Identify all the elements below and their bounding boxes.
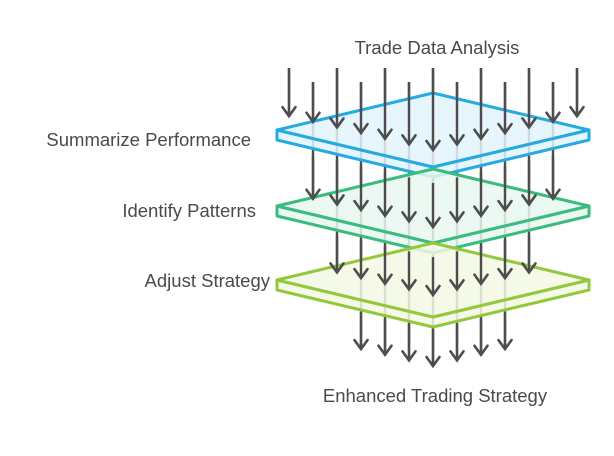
diagram-title: Trade Data Analysis	[354, 37, 520, 58]
arrowhead-chevron-icon	[545, 188, 561, 202]
down-arrow	[497, 313, 513, 352]
down-arrow	[353, 166, 369, 213]
down-arrow	[401, 82, 417, 147]
arrowhead-chevron-icon	[497, 199, 513, 213]
arrowhead-chevron-icon	[353, 122, 369, 136]
arrowhead-chevron-icon	[377, 344, 393, 357]
arrowhead-chevron-icon	[497, 338, 513, 352]
diagram-output-label: Enhanced Trading Strategy	[322, 385, 548, 406]
down-arrow	[521, 68, 537, 130]
arrowhead-chevron-icon	[449, 279, 465, 292]
down-arrow	[401, 177, 417, 224]
down-arrow	[569, 68, 585, 119]
down-arrow	[353, 82, 369, 136]
down-arrow	[545, 154, 561, 202]
arrowhead-chevron-icon	[473, 344, 489, 357]
down-arrow	[425, 183, 441, 230]
down-arrow	[449, 324, 465, 363]
arrowhead-chevron-icon	[401, 134, 417, 147]
down-arrow	[425, 330, 441, 369]
arrowhead-chevron-icon	[401, 211, 417, 224]
arrowhead-chevron-icon	[449, 211, 465, 224]
arrowhead-chevron-icon	[473, 128, 489, 141]
arrowhead-chevron-icon	[329, 262, 345, 275]
arrowhead-chevron-icon	[353, 267, 369, 281]
down-arrow	[473, 68, 489, 141]
down-arrow	[449, 177, 465, 224]
layer-label-adjust-strategy: Adjust Strategy	[144, 270, 270, 291]
arrow-band-1	[305, 154, 561, 230]
down-arrow	[473, 171, 489, 218]
down-arrow	[545, 82, 561, 125]
down-arrow	[353, 240, 369, 281]
arrowhead-chevron-icon	[521, 262, 537, 275]
down-arrow	[449, 251, 465, 292]
layer-label-identify-patterns: Identify Patterns	[122, 200, 256, 221]
arrowhead-chevron-icon	[425, 355, 441, 369]
down-arrow	[377, 68, 393, 141]
arrowhead-chevron-icon	[425, 216, 441, 230]
arrow-band-2	[329, 234, 537, 298]
arrowhead-chevron-icon	[449, 134, 465, 147]
down-arrow	[449, 82, 465, 147]
arrowhead-chevron-icon	[281, 105, 297, 119]
arrowhead-chevron-icon	[329, 194, 345, 207]
arrowhead-chevron-icon	[305, 188, 321, 202]
down-arrow	[329, 160, 345, 207]
arrowhead-chevron-icon	[377, 205, 393, 218]
down-arrow	[425, 68, 441, 153]
arrowhead-chevron-icon	[521, 194, 537, 207]
arrowhead-chevron-icon	[425, 284, 441, 298]
down-arrow	[521, 234, 537, 275]
down-arrow	[377, 171, 393, 218]
arrowhead-chevron-icon	[401, 350, 417, 363]
arrowhead-chevron-icon	[473, 205, 489, 218]
arrowhead-chevron-icon	[497, 267, 513, 281]
layer-label-summarize-performance: Summarize Performance	[46, 129, 251, 150]
arrowhead-chevron-icon	[473, 273, 489, 286]
down-arrow	[305, 82, 321, 125]
down-arrow	[329, 68, 345, 130]
arrowhead-chevron-icon	[401, 279, 417, 292]
arrow-band-0	[281, 68, 585, 153]
down-arrow	[353, 313, 369, 352]
down-arrow	[425, 257, 441, 298]
arrowhead-chevron-icon	[449, 350, 465, 363]
down-arrow	[377, 245, 393, 286]
arrow-band-3	[353, 313, 513, 369]
arrowhead-chevron-icon	[353, 338, 369, 352]
arrowhead-chevron-icon	[425, 139, 441, 153]
arrowhead-chevron-icon	[305, 111, 321, 125]
down-arrow	[497, 82, 513, 136]
down-arrow	[281, 68, 297, 119]
down-arrow	[329, 234, 345, 275]
down-arrow	[401, 251, 417, 292]
down-arrow	[521, 160, 537, 207]
down-arrow	[473, 245, 489, 286]
down-arrow	[497, 240, 513, 281]
arrowhead-chevron-icon	[545, 111, 561, 125]
down-arrow	[305, 154, 321, 202]
arrowhead-chevron-icon	[377, 273, 393, 286]
down-arrow	[401, 324, 417, 363]
down-arrow	[377, 318, 393, 357]
down-arrow	[497, 166, 513, 213]
arrowhead-chevron-icon	[569, 105, 585, 119]
down-arrow	[473, 318, 489, 357]
arrowhead-chevron-icon	[353, 199, 369, 213]
arrowhead-chevron-icon	[329, 117, 345, 130]
arrowhead-chevron-icon	[521, 117, 537, 130]
arrowhead-chevron-icon	[377, 128, 393, 141]
arrowhead-chevron-icon	[497, 122, 513, 136]
